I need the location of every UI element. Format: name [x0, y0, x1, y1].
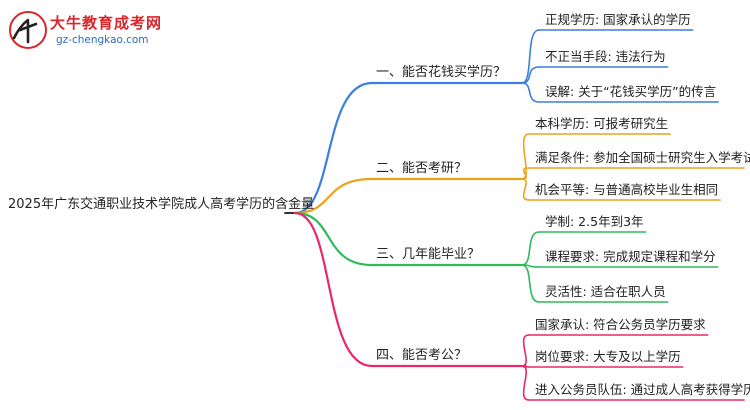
logo-mark-icon	[9, 11, 47, 49]
leaf-label: 误解: 关于“花钱买学历”的传言	[545, 84, 717, 99]
leaf-connector	[521, 66, 540, 84]
leaf-label: 正规学历: 国家承认的学历	[545, 12, 691, 27]
logo-title: 大牛教育成考网	[50, 14, 163, 32]
logo: 大牛教育成考网 gz-chengkao.com	[6, 8, 196, 52]
leaf-label: 进入公务员队伍: 通过成人高考获得学历	[535, 382, 750, 397]
leaf-label: 国家承认: 符合公务员学历要求	[535, 317, 706, 332]
leaf-connector	[521, 365, 530, 401]
branch-label: 二、能否考研？	[376, 161, 468, 176]
branch-connector	[293, 81, 374, 215]
leaf-connector	[521, 178, 530, 201]
branch-connector	[293, 177, 374, 215]
leaf-connector	[521, 264, 540, 303]
leaf-connector	[521, 82, 540, 103]
branch-label: 三、几年能毕业？	[376, 247, 481, 262]
branch-label: 一、能否花钱买学历？	[376, 65, 507, 80]
leaf-connector	[521, 29, 540, 84]
leaf-connector	[521, 133, 530, 180]
leaf-label: 灵活性: 适合在职人员	[545, 284, 666, 299]
leaf-label: 不正当手段: 违法行为	[545, 49, 666, 64]
leaf-connector	[521, 334, 530, 367]
branch-label: 四、能否考公？	[376, 348, 468, 363]
leaf-label: 岗位要求: 大专及以上学历	[535, 349, 681, 364]
branch-connector	[293, 211, 374, 267]
leaf-label: 课程要求: 完成规定课程和学分	[545, 249, 716, 264]
leaf-label: 本科学历: 可报考研究生	[535, 116, 669, 131]
branch-connector	[293, 211, 374, 368]
logo-url: gz-chengkao.com	[56, 34, 149, 46]
root-topic: 2025年广东交通职业技术学院成人高考学历的含金量	[8, 197, 315, 212]
leaf-label: 学制: 2.5年到3年	[545, 214, 644, 229]
leaf-label: 满足条件: 参加全国硕士研究生入学考试	[535, 150, 750, 165]
leaf-connector	[521, 231, 540, 266]
leaf-label: 机会平等: 与普通高校毕业生相同	[535, 182, 719, 197]
